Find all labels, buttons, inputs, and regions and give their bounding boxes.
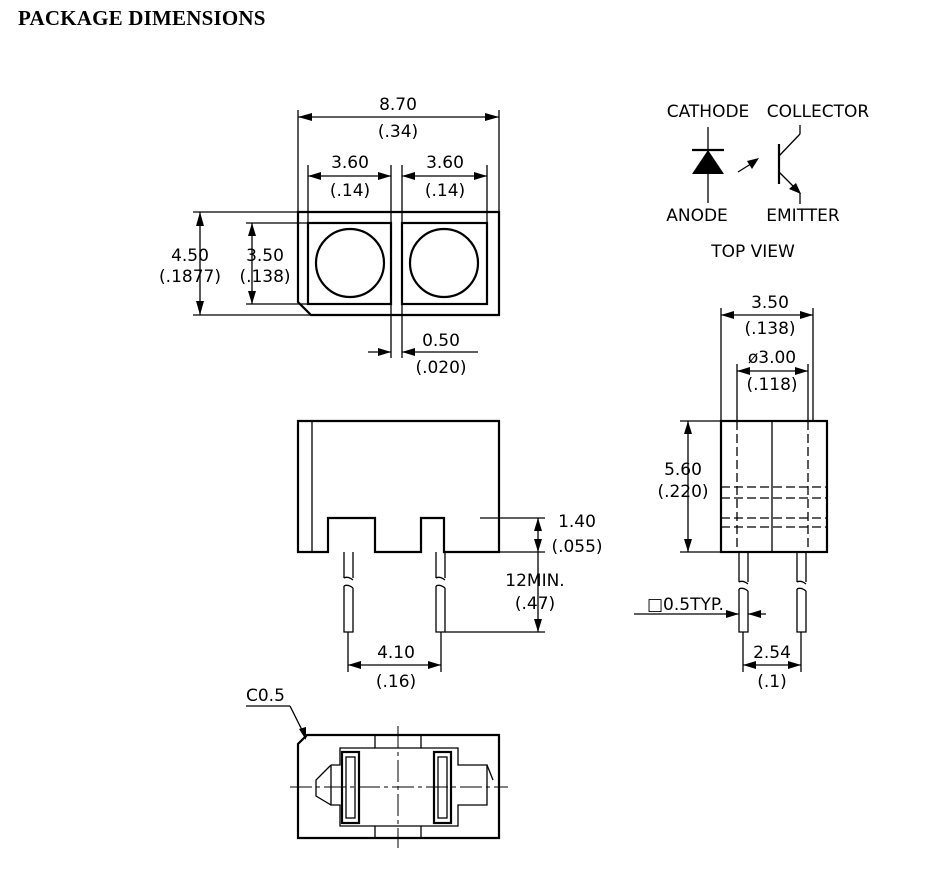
front-view-leads — [343, 552, 446, 633]
dim-width-in: (.34) — [378, 122, 418, 142]
phototransistor-symbol-icon — [777, 125, 801, 204]
dim-lead-length-mm: 12MIN. — [505, 571, 564, 591]
dim-left-lens-in: (.14) — [330, 181, 370, 201]
dim-front-pitch-mm: 4.10 — [377, 643, 415, 663]
dim-side-pitch-in: (.1) — [757, 672, 786, 692]
side-view-leads — [738, 552, 807, 633]
dim-right-lens-mm: 3.60 — [426, 153, 464, 173]
dim-lead-length — [445, 552, 545, 633]
label-emitter: EMITTER — [766, 206, 840, 226]
dim-side-height — [680, 420, 721, 553]
dim-side-height-in: (.220) — [657, 482, 708, 502]
dim-standoff-in: (.055) — [551, 537, 602, 557]
dim-standoff-mm: 1.40 — [558, 512, 596, 532]
front-view-body — [296, 419, 501, 554]
dim-side-width-in: (.138) — [744, 319, 795, 339]
dim-overall-height — [193, 211, 311, 316]
light-arrow-icon — [737, 158, 759, 173]
dim-web-gap — [368, 304, 478, 358]
top-view-outline — [296, 210, 501, 317]
dim-side-pitch — [742, 632, 802, 672]
dim-standoff — [480, 517, 545, 553]
bottom-view-centerlines — [290, 726, 508, 848]
dim-side-width — [720, 308, 814, 421]
dim-overall-width — [297, 110, 500, 212]
dim-lens-diameter-in: (.118) — [746, 375, 797, 395]
chamfer-leader — [246, 705, 307, 740]
dim-side-height-mm: 5.60 — [664, 460, 702, 480]
dim-lead-size-mm: □0.5TYP. — [647, 595, 724, 615]
diode-symbol-icon — [692, 127, 724, 203]
chamfer-label: C0.5 — [246, 686, 285, 706]
label-cathode: CATHODE — [667, 102, 750, 122]
dim-width-mm: 8.70 — [379, 95, 417, 115]
dim-front-pitch — [347, 632, 442, 672]
dim-front-pitch-in: (.16) — [376, 672, 416, 692]
dim-side-width-mm: 3.50 — [751, 293, 789, 313]
side-view-body — [719, 419, 829, 554]
dim-side-pitch-mm: 2.54 — [753, 643, 791, 663]
dim-height-in: (.1877) — [159, 267, 221, 287]
label-collector: COLLECTOR — [767, 102, 870, 122]
label-top-view: TOP VIEW — [710, 242, 795, 262]
dim-inner-height-in: (.138) — [239, 267, 290, 287]
dim-inner-height-mm: 3.50 — [246, 246, 284, 266]
dim-right-lens — [401, 165, 488, 223]
dim-lead-length-in: (.47) — [515, 594, 555, 614]
dim-left-lens-mm: 3.60 — [331, 153, 369, 173]
dim-inner-height — [246, 222, 308, 305]
dim-gap-in: (.020) — [415, 358, 466, 378]
dim-lens-diameter — [736, 364, 809, 421]
dim-right-lens-in: (.14) — [425, 181, 465, 201]
dim-gap-mm: 0.50 — [422, 331, 460, 351]
dim-height-mm: 4.50 — [171, 246, 209, 266]
page-title: PACKAGE DIMENSIONS — [18, 6, 266, 30]
dim-left-lens — [307, 165, 392, 223]
label-anode: ANODE — [666, 206, 728, 226]
dim-lens-diameter-mm: ø3.00 — [748, 348, 796, 368]
dim-lead-size — [634, 610, 766, 618]
